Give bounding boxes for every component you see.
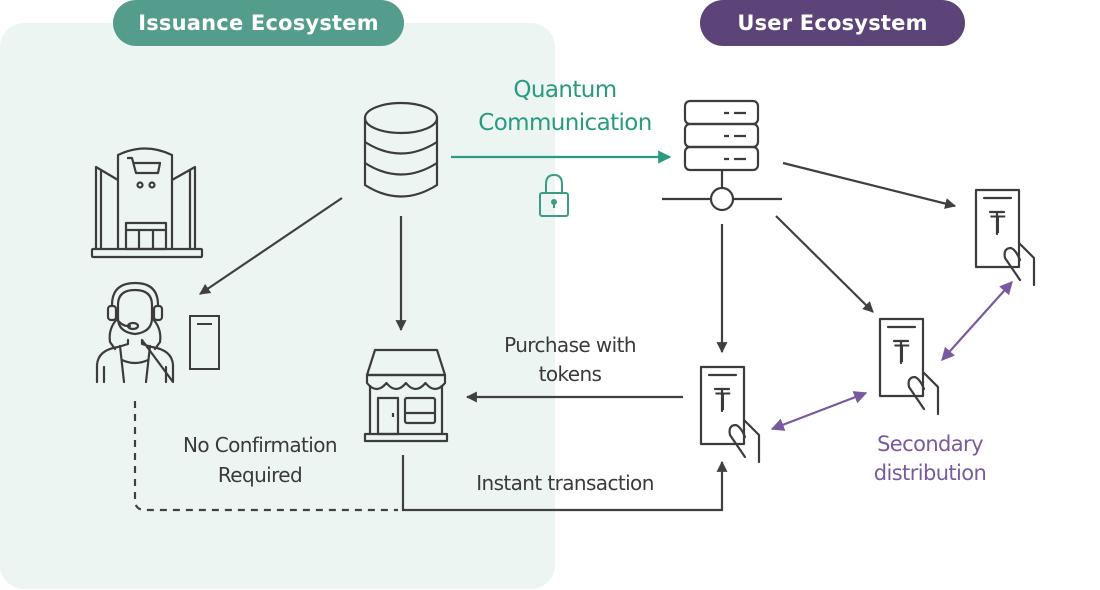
arrow-server-to-wallet-2: [775, 215, 874, 313]
token-glyph: T: [715, 388, 730, 416]
hand-holding-phone-icon: [699, 365, 761, 464]
secondary-distribution-label-line1: Secondary: [877, 432, 983, 456]
flow-arrows: [133, 161, 957, 512]
shopping-mall-icon: [90, 147, 204, 259]
arrow-server-to-wallet-3: [782, 161, 957, 209]
no-confirmation-label-line1: No Confirmation: [183, 433, 338, 457]
dashed-operator-to-store: [133, 401, 398, 512]
secondary-distribution-arrows: [770, 281, 1013, 431]
call-center-operator-icon: [95, 281, 175, 384]
database-icon: [363, 101, 439, 198]
store-icon: [363, 348, 449, 443]
arrow-database-to-operator: [199, 197, 343, 295]
quantum-label-line2: Communication: [478, 110, 652, 136]
token-glyph: T: [990, 211, 1005, 239]
arrow-store-to-wallet-instant: [401, 455, 728, 512]
instant-transaction-label: Instant transaction: [476, 471, 654, 495]
hand-holding-phone-icon: [974, 188, 1036, 287]
issuance-ecosystem-header: Issuance Ecosystem: [113, 0, 404, 46]
purchase-label-line1: Purchase with: [504, 333, 636, 357]
purchase-label-line2: tokens: [538, 362, 602, 386]
token-glyph: T: [894, 340, 909, 368]
no-confirmation-label-line2: Required: [217, 463, 303, 487]
issuance-ecosystem-panel: [0, 23, 555, 589]
user-ecosystem-header: User Ecosystem: [700, 0, 965, 46]
phone-icon: [189, 315, 220, 370]
hand-holding-phone-icon: [878, 317, 940, 416]
lock-icon: [539, 173, 569, 217]
secondary-distribution-label-line2: distribution: [873, 461, 987, 485]
server-icon: [662, 99, 782, 212]
quantum-label-line1: Quantum: [513, 77, 617, 103]
